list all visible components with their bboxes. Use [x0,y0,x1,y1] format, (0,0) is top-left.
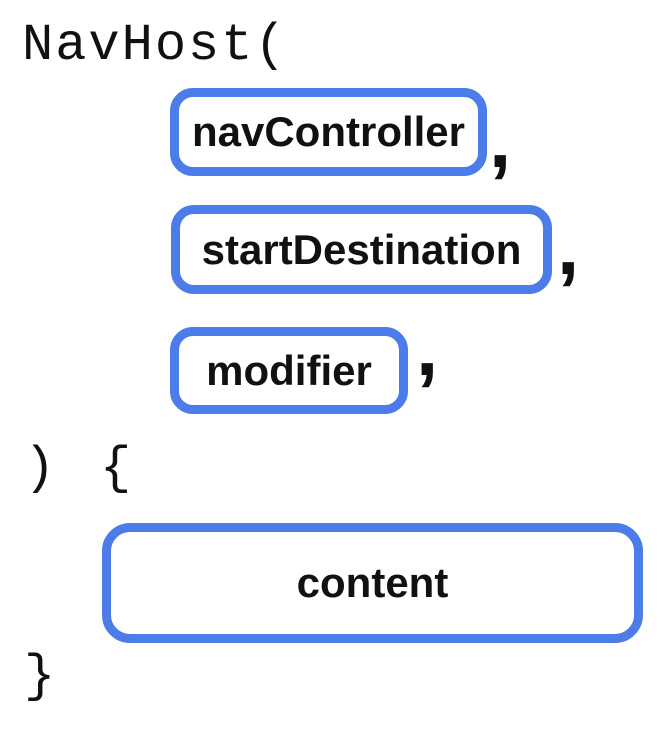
comma-separator: , [416,303,439,392]
param-label-modifier: modifier [206,346,372,394]
code-open-brace: { [100,439,134,498]
comma-separator: , [557,202,580,291]
content-slot-label: content [296,559,449,606]
content-slot: content [102,523,643,643]
param-slot-navcontroller: navController [170,88,487,176]
param-slot-modifier: modifier [170,327,408,414]
code-close-paren: ) [24,439,58,498]
param-slot-startdestination: startDestination [171,205,552,294]
comma-separator: , [489,95,512,184]
param-label-startdestination: startDestination [201,225,522,273]
param-label-navcontroller: navController [191,108,466,155]
code-function-open: NavHost( [22,16,288,75]
code-close-brace: } [24,647,58,706]
